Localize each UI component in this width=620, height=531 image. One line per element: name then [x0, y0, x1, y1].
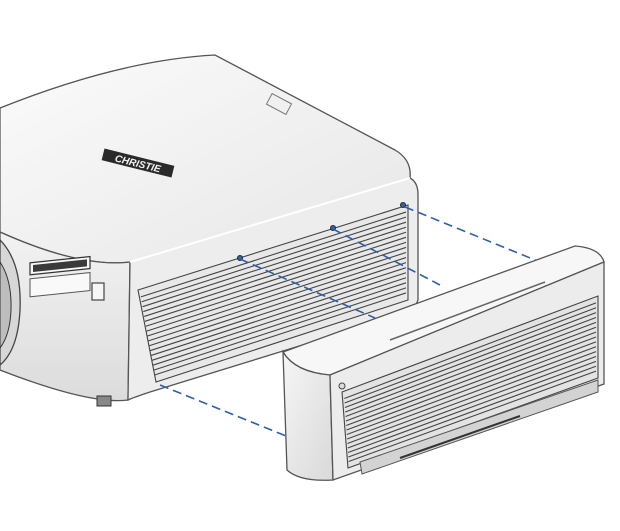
grille-slat — [347, 360, 597, 454]
projector-foot — [96, 395, 112, 407]
cover-grille-frame — [341, 295, 599, 469]
grille-slat — [141, 216, 407, 303]
guide-line — [332, 228, 441, 286]
grille-slat — [345, 326, 597, 422]
grille-slat — [143, 226, 407, 313]
grille-slat — [348, 370, 597, 463]
edge-highlight — [129, 177, 411, 263]
alignment-guides — [159, 206, 541, 437]
guide-line — [239, 258, 376, 319]
front-indicator — [91, 282, 105, 301]
front-label-plate — [29, 255, 91, 298]
top-recess — [265, 92, 293, 116]
grille-slat — [344, 302, 597, 400]
grille-slat — [142, 221, 407, 308]
cover-screw-hole-icon — [338, 382, 346, 390]
grille-slat — [145, 241, 407, 327]
cover-top-ridge — [389, 281, 546, 341]
grille-slats — [140, 211, 407, 376]
grille-slat — [346, 346, 597, 440]
grille-slat — [153, 292, 407, 376]
filter-cover — [282, 245, 605, 481]
guide-line — [404, 206, 541, 263]
grille-slat — [345, 331, 597, 427]
guide-line — [159, 384, 287, 437]
grille-slat — [150, 272, 407, 357]
grille-slat — [148, 262, 407, 347]
grille-slat — [348, 365, 597, 458]
grille-slat — [146, 246, 407, 332]
projector-body: CHRISTIE — [0, 54, 419, 407]
grille-slat — [148, 257, 407, 342]
grille-slat — [345, 316, 597, 413]
grille-slat — [346, 341, 597, 436]
cover-slot — [399, 415, 521, 459]
grille-slat — [152, 282, 407, 366]
screw-icon — [399, 201, 406, 208]
projector-vent-grille — [137, 201, 409, 383]
grille-slat — [140, 211, 407, 298]
grille-slat — [346, 336, 597, 431]
grille-slat — [347, 355, 597, 449]
lens-ring — [0, 261, 12, 349]
grille-slat — [347, 351, 597, 445]
grille-slat — [147, 251, 407, 337]
grille-slat — [144, 236, 407, 322]
grille-slat — [149, 267, 407, 352]
grille-slat — [345, 321, 597, 418]
grille-slat — [344, 307, 597, 404]
grille-slat — [151, 277, 407, 361]
grille-slat — [143, 231, 407, 317]
grille-slat — [344, 312, 597, 409]
cover-grille-slats — [344, 302, 597, 463]
grille-slat — [153, 287, 407, 371]
